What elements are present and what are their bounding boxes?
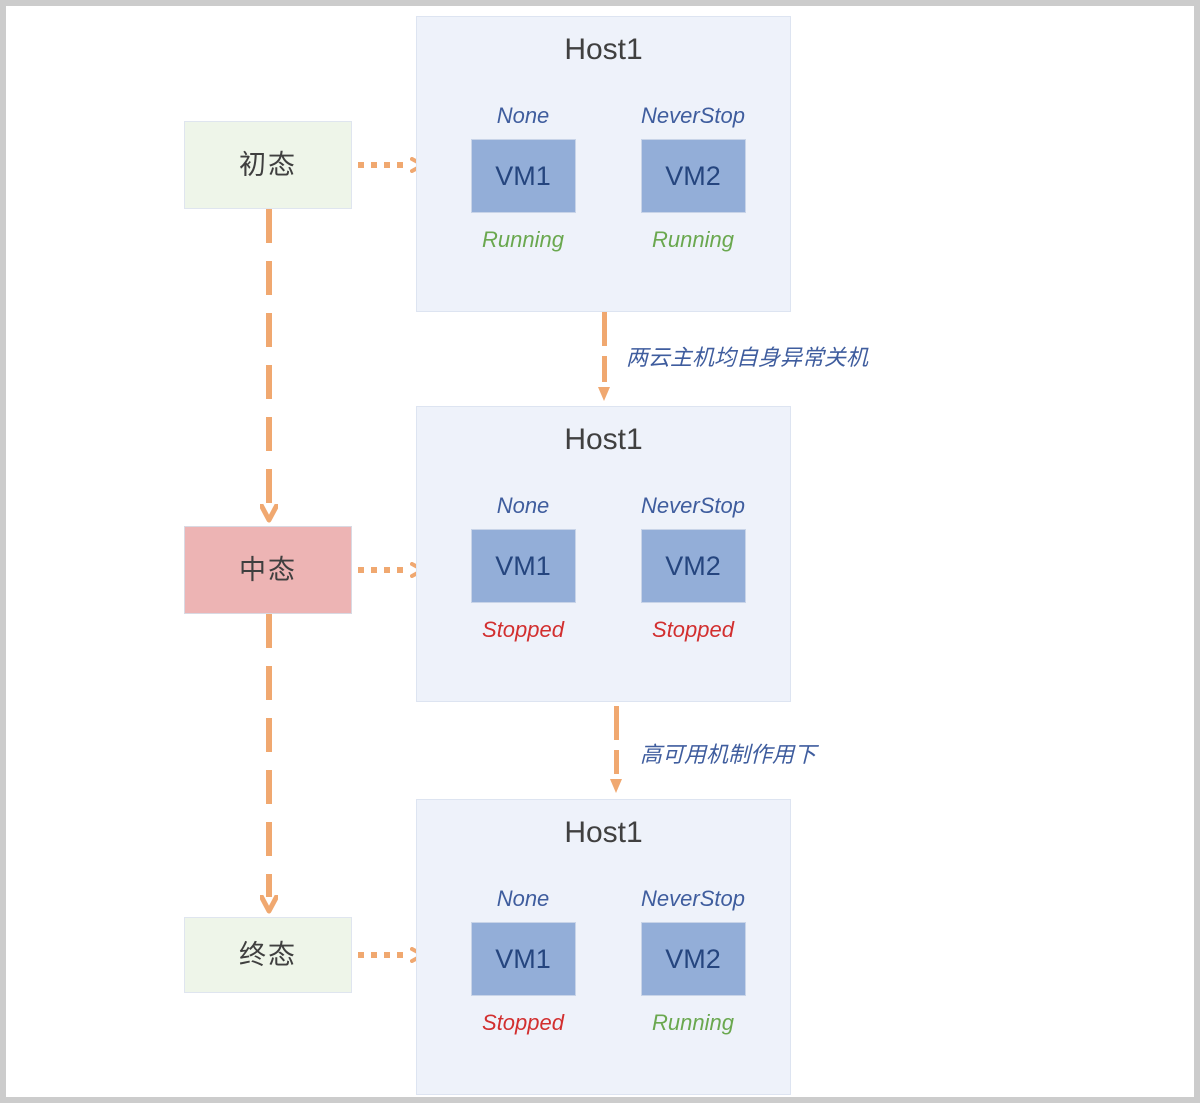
vm-policy-label: None — [496, 493, 550, 518]
host-title: Host1 — [564, 423, 643, 456]
dotted-line — [358, 952, 406, 958]
vm-name-label: VM2 — [665, 550, 721, 581]
vm-column-vm1: None VM1 Running — [443, 105, 603, 251]
vm-column-vm2: NeverStop VM2 Running — [613, 105, 773, 251]
arrow-segment — [614, 750, 619, 774]
vm-column-vm1: None VM1 Stopped — [443, 888, 603, 1034]
vm-policy-label: None — [496, 886, 550, 911]
state-label-init: 初态 — [239, 149, 297, 180]
vm-policy-label: None — [496, 103, 550, 128]
state-label-mid: 中态 — [239, 554, 297, 585]
vm-name-label: VM1 — [495, 550, 551, 581]
host-title: Host1 — [564, 816, 643, 849]
vm-status-label: Running — [482, 227, 564, 252]
arrow-segment — [602, 356, 607, 382]
vm-status-label: Stopped — [652, 617, 734, 642]
vm-policy-label: NeverStop — [641, 103, 745, 128]
state-box-final[interactable]: 终态 — [184, 917, 352, 993]
vm-status-label: Running — [652, 227, 734, 252]
vm-status-label: Stopped — [482, 1010, 564, 1035]
flow-arrow-panel1-to-panel2 — [597, 312, 611, 402]
vm-box[interactable]: VM2 — [640, 529, 746, 603]
dashed-line — [266, 614, 272, 897]
vm-name-label: VM1 — [495, 160, 551, 191]
transition-label-2: 高可用机制作用下 — [640, 742, 817, 767]
arrowhead-down-icon — [258, 502, 280, 526]
state-box-init[interactable]: 初态 — [184, 121, 352, 209]
vm-column-vm1: None VM1 Stopped — [443, 495, 603, 641]
arrowhead-down-icon — [597, 382, 611, 402]
vm-box[interactable]: VM1 — [470, 139, 576, 213]
vm-policy-label: NeverStop — [641, 493, 745, 518]
state-label-final: 终态 — [239, 939, 297, 970]
vm-name-label: VM1 — [495, 943, 551, 974]
vm-column-vm2: NeverStop VM2 Running — [613, 888, 773, 1034]
transition-label-1: 两云主机均自身异常关机 — [626, 345, 869, 370]
vm-name-label: VM2 — [665, 160, 721, 191]
vm-box[interactable]: VM2 — [640, 922, 746, 996]
host-panel-1: Host1 None VM1 Running NeverStop VM2 Run… — [416, 16, 791, 312]
host-title: Host1 — [564, 33, 643, 66]
vm-box[interactable]: VM1 — [470, 922, 576, 996]
arrowhead-down-icon — [609, 774, 623, 794]
vm-policy-label: NeverStop — [641, 886, 745, 911]
dotted-line — [358, 162, 406, 168]
state-box-mid[interactable]: 中态 — [184, 526, 352, 614]
vm-status-label: Running — [652, 1010, 734, 1035]
dashed-connector-init-to-mid — [258, 209, 280, 526]
vm-box[interactable]: VM2 — [640, 139, 746, 213]
arrow-segment — [602, 312, 607, 346]
vm-box[interactable]: VM1 — [470, 529, 576, 603]
arrowhead-down-icon — [258, 893, 280, 917]
host-panel-3: Host1 None VM1 Stopped NeverStop VM2 Run… — [416, 799, 791, 1095]
vm-status-label: Stopped — [482, 617, 564, 642]
flow-arrow-panel2-to-panel3 — [609, 706, 623, 794]
arrow-segment — [614, 706, 619, 740]
dashed-line — [266, 209, 272, 506]
vm-column-vm2: NeverStop VM2 Stopped — [613, 495, 773, 641]
vm-name-label: VM2 — [665, 943, 721, 974]
dotted-line — [358, 567, 406, 573]
dashed-connector-mid-to-final — [258, 614, 280, 917]
host-panel-2: Host1 None VM1 Stopped NeverStop VM2 Sto… — [416, 406, 791, 702]
